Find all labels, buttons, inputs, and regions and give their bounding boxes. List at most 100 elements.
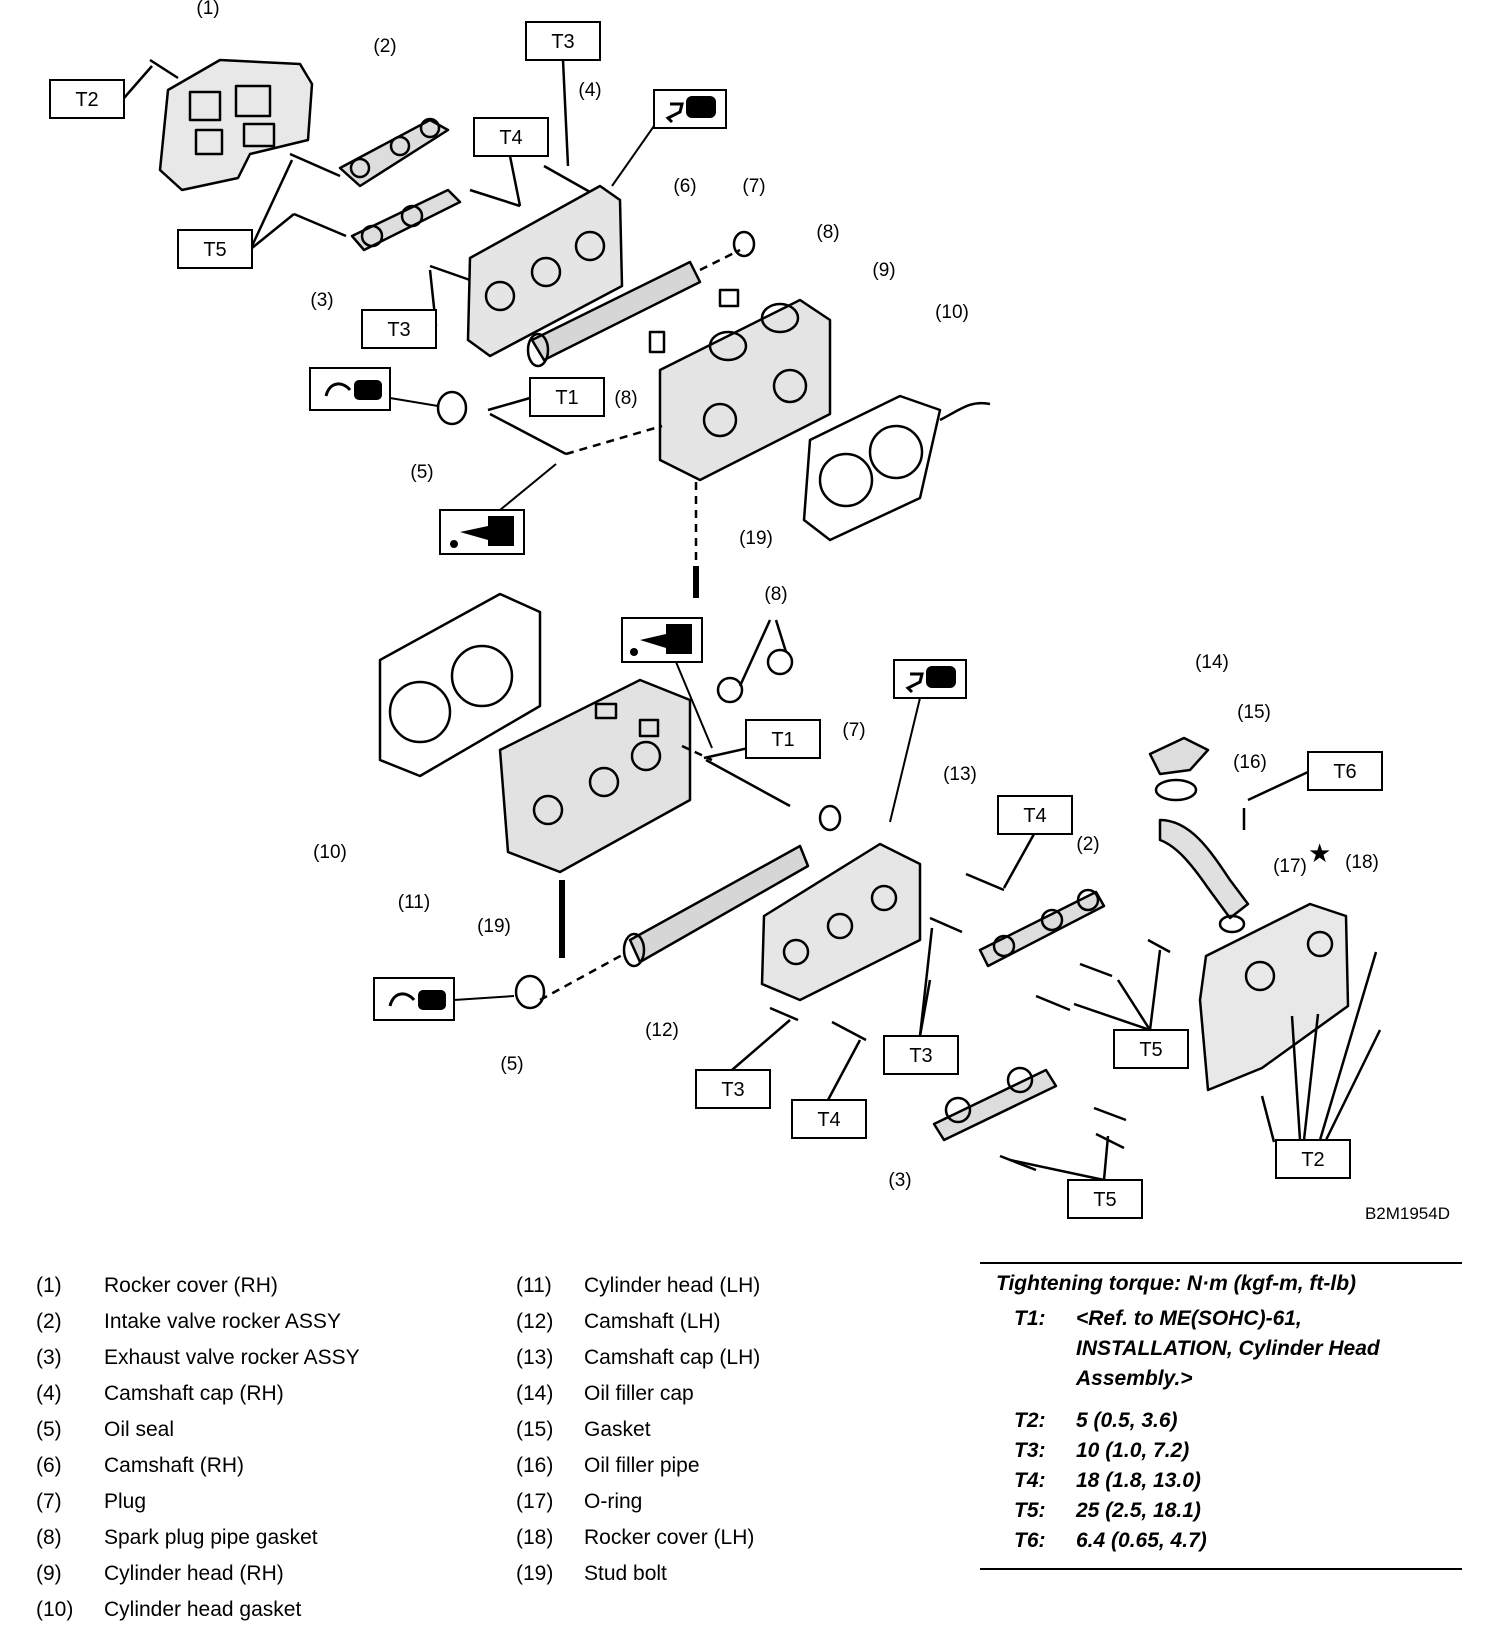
torque-key: T3: [1014, 1439, 1046, 1462]
torque-box-label: T4 [817, 1109, 840, 1131]
legend-number: (19) [516, 1562, 554, 1585]
legend-item: (1)Rocker cover (RH) [36, 1268, 360, 1304]
intake-rocker-rh [289, 117, 450, 188]
rocker-cover-rh [149, 58, 314, 192]
cylinder-head-gasket-lh [378, 592, 542, 778]
legend-part-name: Camshaft (LH) [584, 1310, 721, 1333]
torque-box-label: T3 [387, 319, 410, 341]
legend-part-name: Spark plug pipe gasket [104, 1526, 318, 1549]
legend-item: (4) Camshaft cap (RH) [36, 1376, 360, 1412]
torque-value: 25 (2.5, 18.1) [1076, 1499, 1201, 1522]
figure-reference-code: B2M1954D [1364, 1204, 1450, 1223]
torque-box-label: T1 [555, 387, 578, 409]
torque-key: T4: [1014, 1469, 1046, 1492]
torque-row: T5: 25 (2.5, 18.1) [1014, 1496, 1462, 1526]
torque-key: T6: [1014, 1529, 1046, 1552]
camshaft-lh [539, 804, 842, 1002]
torque-row: T2:5 (0.5, 3.6) [1014, 1406, 1462, 1436]
legend-number: (15) [516, 1418, 554, 1441]
callout-c16: (16) [1233, 752, 1267, 773]
legend-item: (8)Spark plug pipe gasket [36, 1520, 360, 1556]
torque-box-b-t3c: T3 [883, 1035, 959, 1075]
legend-item: (15) Gasket [516, 1412, 760, 1448]
torque-box-label: T5 [1139, 1039, 1162, 1061]
legend-item: (10)Cylinder head gasket [36, 1592, 360, 1628]
torque-box-label: T3 [721, 1079, 744, 1101]
legend-part-name: Camshaft (RH) [104, 1454, 245, 1477]
torque-box-b-t4b: T4 [997, 795, 1073, 835]
oil-seal-lh [514, 974, 546, 1010]
camshaft-rh [526, 230, 756, 368]
legend-item: (14) Oil filler cap [516, 1376, 760, 1412]
legend-part-name: Oil filler pipe [584, 1454, 700, 1477]
legend-number: (9) [36, 1562, 62, 1585]
o-ring [1218, 914, 1246, 934]
callout-c7: (7) [742, 176, 765, 197]
legend-part-name: Camshaft cap (RH) [104, 1382, 284, 1405]
callout-c11: (11) [398, 892, 430, 913]
callout-c6: (6) [673, 176, 696, 197]
callout-c3: (3) [310, 290, 333, 311]
torque-row: T1:<Ref. to ME(SOHC)-61, INSTALLATION, C… [1014, 1304, 1462, 1394]
torque-row: T4: 18 (1.8, 13.0) [1014, 1466, 1462, 1496]
legend-item: (3)Exhaust valve rocker ASSY [36, 1340, 360, 1376]
callout-c4: (4) [578, 80, 601, 101]
exploded-view-diagram: ★ (1)(2)(3)(4)(6)(7)(8)(9)(10)(8)(5)(19)… [49, 0, 1383, 1219]
callout-c14: (14) [1195, 652, 1229, 673]
legend-part-name: Gasket [584, 1418, 651, 1441]
callout-c15: (15) [1237, 702, 1271, 723]
legend-item: (11) Cylinder head (LH) [516, 1268, 760, 1304]
torque-value: 18 (1.8, 13.0) [1076, 1469, 1201, 1492]
torque-row: T6:6.4 (0.65, 4.7) [1014, 1526, 1462, 1556]
oil-seal-grease-icon-lower [373, 977, 515, 1021]
callout-c2: (2) [373, 36, 396, 57]
legend-item: (7)Plug [36, 1484, 360, 1520]
torque-box-b-t1b: T1 [745, 719, 821, 759]
legend-part-name: Oil seal [104, 1418, 175, 1441]
legend-number: (14) [516, 1382, 554, 1405]
engine-oil-icon-lower [621, 617, 713, 749]
callout-c5a: (5) [410, 462, 433, 483]
oil-seal-grease-icon-top [309, 367, 439, 411]
torque-table-title: Tightening torque: N·m (kgf-m, ft-lb) [996, 1272, 1357, 1295]
torque-value: <Ref. to ME(SOHC)-61, INSTALLATION, Cyli… [1076, 1307, 1380, 1390]
legend-number: (7) [36, 1490, 62, 1513]
legend-part-name: Rocker cover (RH) [104, 1274, 278, 1297]
legend-part-name: Cylinder head (LH) [584, 1274, 761, 1297]
spark-plug-gasket-1 [716, 676, 744, 704]
camshaft-cap-rh [429, 164, 624, 358]
legend-number: (4) [36, 1382, 62, 1405]
oil-seal-rh [436, 390, 468, 426]
torque-box-b-t2a: T2 [49, 79, 125, 119]
head-bolt-rh [489, 412, 567, 456]
legend-number: (16) [516, 1454, 554, 1477]
star-mark: ★ [1308, 838, 1331, 868]
callout-c10a: (10) [935, 302, 969, 323]
legend-item: (16) Oil filler pipe [516, 1448, 760, 1484]
legend-part-name: Cylinder head (RH) [104, 1562, 284, 1585]
spark-plug-gasket-2 [766, 648, 794, 676]
torque-box-label: T5 [203, 239, 226, 261]
legend-number: (10) [36, 1598, 74, 1621]
oil-filler-gasket [1154, 778, 1198, 802]
cylinder-head-gasket-rh [802, 394, 991, 542]
torque-box-b-t4c: T4 [791, 1099, 867, 1139]
torque-box-b-t5a: T5 [177, 229, 253, 269]
legend-item: (19)Stud bolt [516, 1556, 760, 1592]
intake-rocker-lh [978, 888, 1106, 968]
legend-number: (17) [516, 1490, 554, 1513]
callout-c8b: (8) [614, 388, 637, 409]
torque-key: T5: [1014, 1499, 1046, 1522]
legend-number: (11) [516, 1274, 552, 1297]
cylinder-head-lh [498, 678, 692, 874]
torque-box-label: T4 [499, 127, 522, 149]
legend-part-name: Oil filler cap [584, 1382, 694, 1405]
cylinder-head-rh [648, 288, 832, 482]
legend-item: (6)Camshaft (RH) [36, 1448, 360, 1484]
torque-key: T2: [1014, 1409, 1046, 1432]
torque-box-label: T4 [1023, 805, 1046, 827]
torque-box-b-t5b: T5 [1113, 1029, 1189, 1069]
callout-c10b: (10) [313, 842, 347, 863]
callout-c8c: (8) [764, 584, 787, 605]
torque-box-label: T2 [75, 89, 98, 111]
